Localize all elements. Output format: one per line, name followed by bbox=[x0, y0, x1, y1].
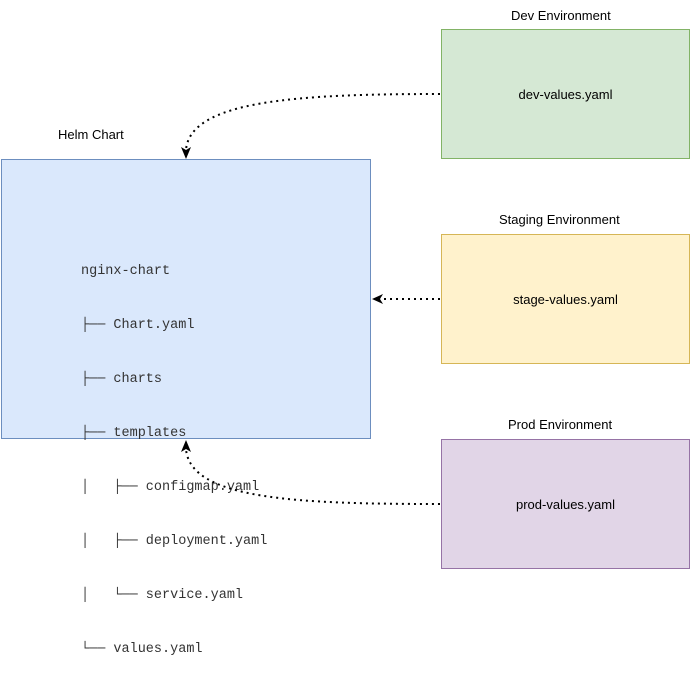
tree-node-deployment: │ ├── deployment.yaml bbox=[81, 534, 268, 549]
connector-layer bbox=[181, 93, 441, 505]
prod-to-helm-arrow bbox=[185, 448, 441, 505]
prod-environment-title: Prod Environment bbox=[508, 417, 613, 432]
tree-node-configmap: │ ├── configmap.yaml bbox=[81, 480, 260, 495]
dev-environment-title: Dev Environment bbox=[511, 8, 611, 23]
stage-arrowhead bbox=[372, 294, 383, 304]
tree-node-templates: ├── templates bbox=[81, 426, 187, 441]
stage-values-file: stage-values.yaml bbox=[513, 291, 618, 307]
dev-arrowhead bbox=[181, 147, 191, 159]
dev-to-helm-arrow bbox=[185, 93, 441, 151]
tree-node-charts: ├── charts bbox=[81, 372, 163, 387]
stage-values-box: stage-values.yaml bbox=[441, 234, 690, 364]
tree-node-root: nginx-chart bbox=[81, 264, 171, 279]
tree-node-chart-yaml: ├── Chart.yaml bbox=[81, 318, 195, 333]
staging-environment-title: Staging Environment bbox=[499, 212, 620, 227]
helm-chart-title: Helm Chart bbox=[58, 127, 124, 142]
prod-values-file: prod-values.yaml bbox=[516, 496, 615, 512]
tree-node-values-yaml: └── values.yaml bbox=[81, 642, 203, 657]
tree-node-service: │ └── service.yaml bbox=[81, 588, 244, 603]
prod-values-box: prod-values.yaml bbox=[441, 439, 690, 569]
helm-chart-box bbox=[1, 159, 371, 439]
dev-values-file: dev-values.yaml bbox=[518, 86, 613, 102]
prod-arrowhead bbox=[181, 440, 191, 452]
dev-values-box: dev-values.yaml bbox=[441, 29, 690, 159]
